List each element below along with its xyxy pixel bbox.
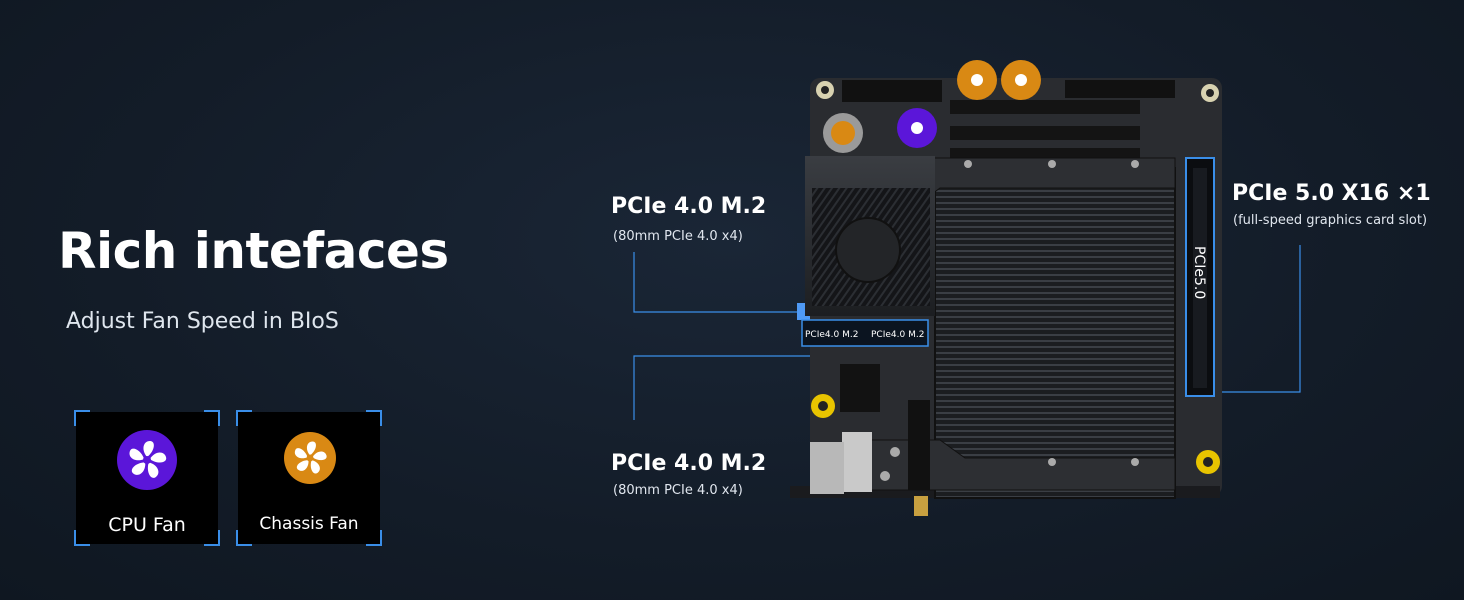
card-corner xyxy=(74,530,90,546)
card-corner xyxy=(236,530,252,546)
m2-slot-2-label: PCIe4.0 M.2 xyxy=(871,330,924,340)
chassis-fan-label: Chassis Fan xyxy=(259,514,359,534)
fan-icon xyxy=(284,432,336,484)
m2-top-title: PCIe 4.0 M.2 xyxy=(611,194,767,219)
cpu-fan-card: CPU Fan xyxy=(74,410,220,546)
card-corner xyxy=(366,530,382,546)
cpu-fan-label: CPU Fan xyxy=(108,514,186,536)
motherboard-image: PCIe5.0 PCIe4.0 M.2 PCIe4.0 M.2 xyxy=(790,60,1222,516)
m2-top-subtitle: (80mm PCIe 4.0 x4) xyxy=(613,229,743,244)
pcie-x16-leader-line xyxy=(1212,245,1301,393)
m2-bottom-subtitle: (80mm PCIe 4.0 x4) xyxy=(613,483,743,498)
page-subtitle: Adjust Fan Speed in BIoS xyxy=(66,309,339,334)
m2-slot-1-label: PCIe4.0 M.2 xyxy=(805,330,858,340)
pcie-x16-title: PCIe 5.0 X16 ×1 xyxy=(1232,181,1431,206)
chassis-fan-card: Chassis Fan xyxy=(236,410,382,546)
m2-bottom-leader-line xyxy=(633,355,868,420)
fan-icon xyxy=(117,430,177,490)
card-corner xyxy=(74,410,90,426)
card-corner xyxy=(204,410,220,426)
m2-bottom-title: PCIe 4.0 M.2 xyxy=(611,451,767,476)
pcie-x16-subtitle: (full-speed graphics card slot) xyxy=(1233,213,1428,228)
m2-top-leader-line xyxy=(633,252,800,313)
page-title: Rich intefaces xyxy=(58,222,449,280)
card-corner xyxy=(236,410,252,426)
card-corner xyxy=(204,530,220,546)
card-corner xyxy=(366,410,382,426)
pcie-slot-label: PCIe5.0 xyxy=(1191,246,1207,299)
